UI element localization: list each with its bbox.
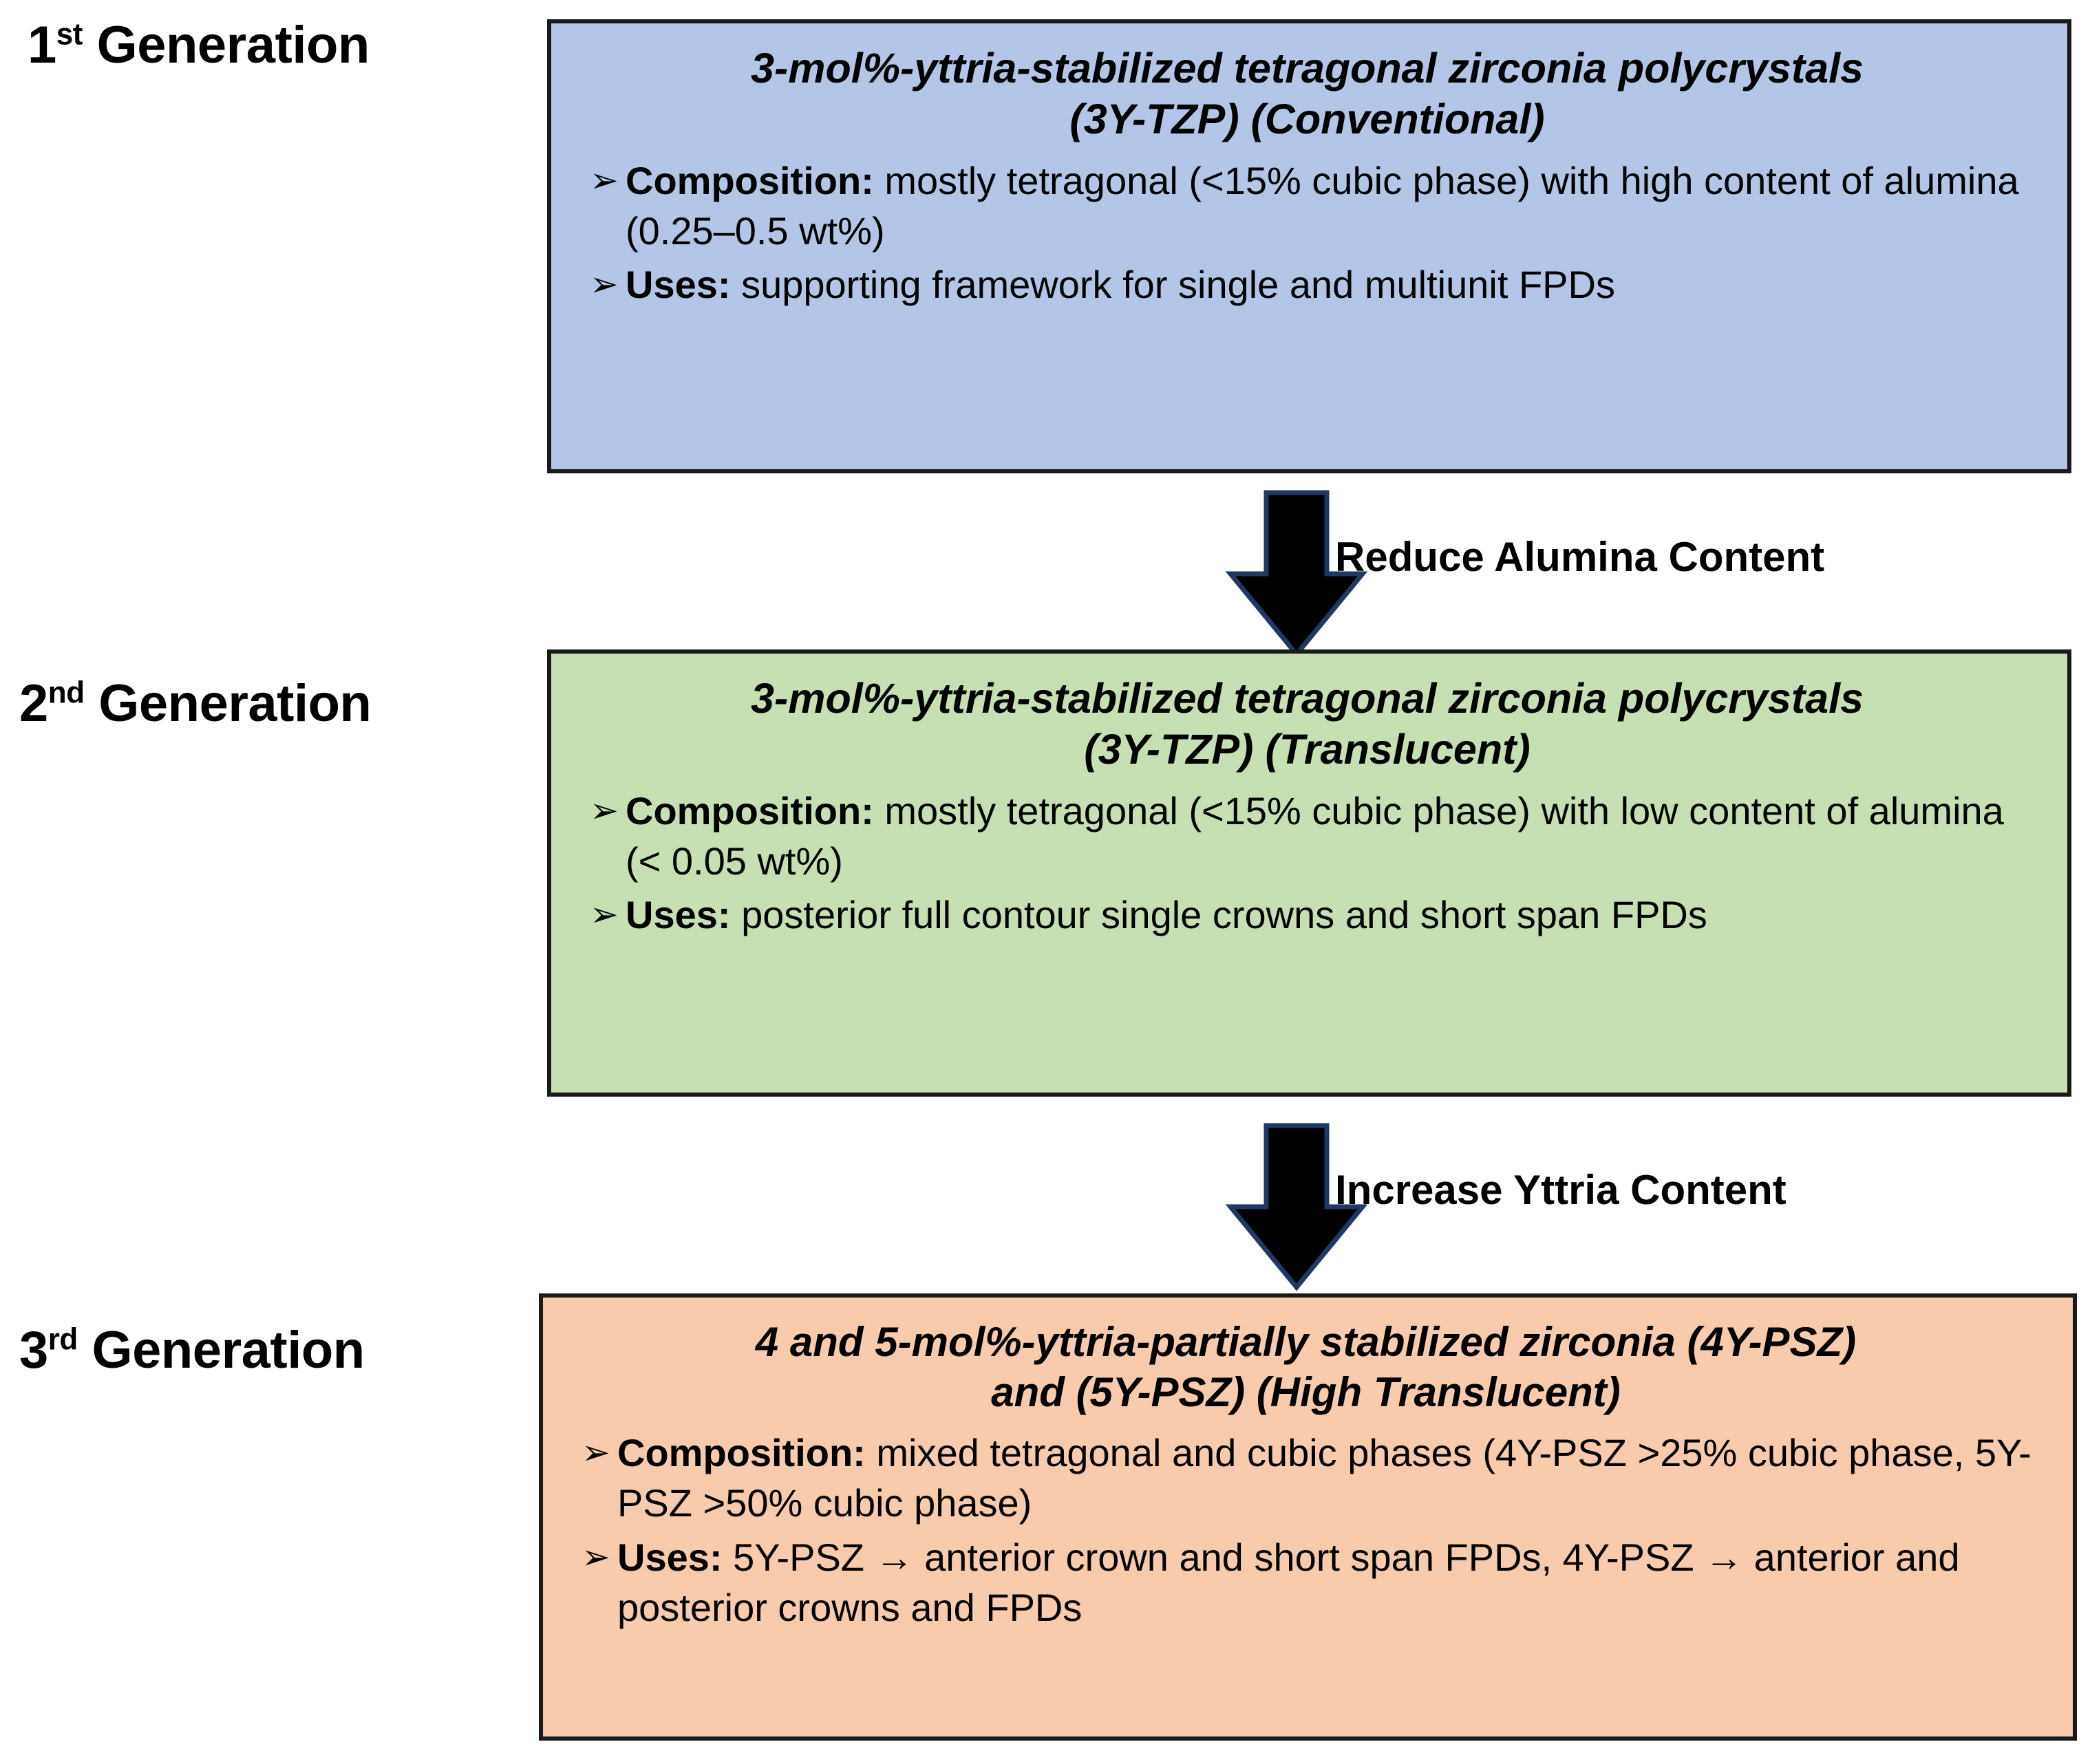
generation-word-3: Generation <box>77 1321 365 1379</box>
generation-box-2-bullets: ➢ Composition: mostly tetragonal (<15% c… <box>565 786 2049 940</box>
generation-box-3-title-line2: and (5Y-PSZ) (High Translucent) <box>991 1369 1621 1416</box>
bullet-item: ➢ Uses: 5Y-PSZ → anterior crown and shor… <box>557 1533 2055 1633</box>
generation-box-3-bullets: ➢ Composition: mixed tetragonal and cubi… <box>557 1428 2055 1633</box>
arrowhead-bullet-icon: ➢ <box>590 265 619 304</box>
generation-box-2: 3-mol%-yttria-stabilized tetragonal zirc… <box>547 649 2071 1097</box>
arrow-down-icon <box>1225 490 1368 658</box>
generation-box-1-title-line2: (3Y-TZP) (Conventional) <box>1069 96 1545 143</box>
bullet-label: Composition: <box>626 788 874 832</box>
generation-box-3-title: 4 and 5-mol%-yttria-partially stabilized… <box>557 1307 2055 1421</box>
transition-arrow-1-caption: Reduce Alumina Content <box>1335 534 1825 580</box>
bullet-text: Uses: posterior full contour single crow… <box>626 890 2049 940</box>
bullet-body: 5Y-PSZ → anterior crown and short span F… <box>617 1535 1960 1629</box>
arrowhead-bullet-icon: ➢ <box>582 1433 610 1472</box>
generation-box-3: 4 and 5-mol%-yttria-partially stabilized… <box>539 1293 2077 1741</box>
bullet-item: ➢ Composition: mixed tetragonal and cubi… <box>557 1428 2055 1529</box>
generation-box-1-bullets: ➢ Composition: mostly tetragonal (<15% c… <box>565 156 2049 310</box>
bullet-label: Uses: <box>617 1535 723 1579</box>
bullet-body: mostly tetragonal (<15% cubic phase) wit… <box>626 788 2004 883</box>
generation-label-3: 3rd Generation <box>19 1324 365 1377</box>
arrowhead-bullet-icon: ➢ <box>590 895 619 934</box>
arrowhead-bullet-icon: ➢ <box>582 1537 610 1576</box>
bullet-text: Composition: mixed tetragonal and cubic … <box>617 1428 2055 1529</box>
bullet-text: Uses: supporting framework for single an… <box>626 260 2049 310</box>
generation-number-2: 2 <box>19 674 48 733</box>
arrowhead-bullet-icon: ➢ <box>590 790 619 830</box>
transition-arrow-2-caption: Increase Yttria Content <box>1335 1167 1787 1213</box>
bullet-item: ➢ Composition: mostly tetragonal (<15% c… <box>565 156 2049 257</box>
generation-box-1: 3-mol%-yttria-stabilized tetragonal zirc… <box>547 19 2071 473</box>
bullet-label: Composition: <box>626 158 874 202</box>
bullet-text: Uses: 5Y-PSZ → anterior crown and short … <box>617 1533 2055 1633</box>
generation-box-3-title-line1: 4 and 5-mol%-yttria-partially stabilized… <box>755 1319 1857 1365</box>
generation-box-1-title-line1: 3-mol%-yttria-stabilized tetragonal zirc… <box>751 45 1864 92</box>
bullet-item: ➢ Uses: posterior full contour single cr… <box>565 890 2049 940</box>
generation-word-2: Generation <box>84 674 372 733</box>
generation-box-2-title: 3-mol%-yttria-stabilized tetragonal zirc… <box>565 663 2049 779</box>
generation-ordinal-3: rd <box>47 1322 78 1357</box>
generation-box-2-title-line1: 3-mol%-yttria-stabilized tetragonal zirc… <box>751 675 1864 722</box>
bullet-body: mostly tetragonal (<15% cubic phase) wit… <box>626 158 2019 252</box>
bullet-text: Composition: mostly tetragonal (<15% cub… <box>626 156 2049 257</box>
generation-number-3: 3 <box>19 1321 48 1379</box>
generation-label-1: 1st Generation <box>28 19 370 72</box>
bullet-body: mixed tetragonal and cubic phases (4Y-PS… <box>617 1431 2032 1525</box>
generation-number-1: 1 <box>28 16 56 74</box>
bullet-label: Uses: <box>626 893 731 937</box>
bullet-item: ➢ Composition: mostly tetragonal (<15% c… <box>565 786 2049 887</box>
bullet-label: Uses: <box>626 263 731 307</box>
generation-box-1-title: 3-mol%-yttria-stabilized tetragonal zirc… <box>565 33 2049 149</box>
arrowhead-bullet-icon: ➢ <box>590 160 619 200</box>
arrow-down-icon <box>1225 1123 1368 1291</box>
generation-ordinal-1: st <box>56 17 83 52</box>
bullet-body: posterior full contour single crowns and… <box>730 893 1707 937</box>
bullet-text: Composition: mostly tetragonal (<15% cub… <box>626 786 2049 887</box>
generation-ordinal-2: nd <box>47 676 85 710</box>
generation-word-1: Generation <box>82 16 370 74</box>
bullet-body: supporting framework for single and mult… <box>730 263 1615 307</box>
bullet-label: Composition: <box>617 1431 866 1475</box>
generation-label-2: 2nd Generation <box>19 676 372 730</box>
bullet-item: ➢ Uses: supporting framework for single … <box>565 260 2049 310</box>
generation-box-2-title-line2: (3Y-TZP) (Translucent) <box>1084 726 1531 773</box>
